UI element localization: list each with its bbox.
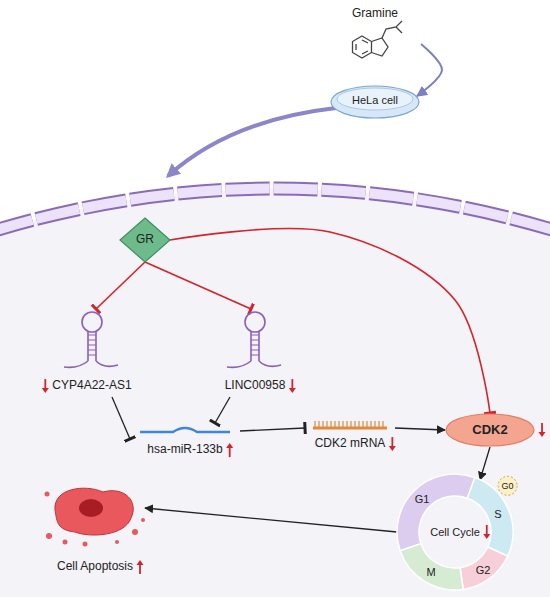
change-arrow bbox=[226, 443, 233, 457]
process-label: Cell Cycle bbox=[430, 526, 480, 539]
hairpin-drawing bbox=[64, 312, 118, 367]
change-indicators bbox=[42, 379, 546, 574]
connector bbox=[215, 397, 230, 423]
phase-segment bbox=[467, 478, 513, 557]
phase-label: G2 bbox=[476, 564, 491, 577]
cell-membrane bbox=[0, 189, 550, 233]
ellipse-drawing bbox=[446, 414, 534, 446]
culture-dish: HeLa cell bbox=[329, 80, 421, 120]
connector bbox=[170, 229, 490, 413]
connectors bbox=[96, 44, 490, 532]
phase-label: S bbox=[494, 508, 501, 521]
apoptosis-node: Cell Apoptosis bbox=[30, 480, 160, 576]
node-label: CYP4A22-AS1 bbox=[52, 379, 131, 393]
diamond-drawing bbox=[120, 218, 170, 262]
node-label: Gramine bbox=[352, 7, 398, 21]
protein-ellipse: CDK2 bbox=[445, 413, 535, 447]
change-arrow bbox=[289, 379, 296, 393]
connector bbox=[145, 508, 397, 532]
cytoplasm bbox=[0, 189, 550, 597]
mirna-node: hsa-miR-133b bbox=[130, 423, 240, 459]
mrna-node: CDK2 mRNA bbox=[305, 417, 395, 453]
node-label: CDK2 bbox=[472, 423, 507, 438]
connector bbox=[240, 428, 305, 431]
molecule-drawing bbox=[353, 21, 403, 58]
node-label: CDK2 mRNA bbox=[315, 437, 386, 451]
node-label: Cell Apoptosis bbox=[57, 560, 133, 574]
lncrna-node: LINC00958 bbox=[200, 309, 310, 395]
treatment-arrow bbox=[168, 108, 336, 176]
node-label: LINC00958 bbox=[225, 379, 286, 393]
phase-segment bbox=[397, 474, 475, 551]
connector bbox=[145, 262, 251, 309]
node-label: hsa-miR-133b bbox=[147, 443, 222, 457]
change-arrow bbox=[137, 560, 144, 574]
change-arrow bbox=[389, 437, 396, 451]
phase-label: M bbox=[426, 566, 435, 579]
connector bbox=[112, 397, 130, 439]
decision-diamond: GR bbox=[120, 218, 170, 262]
change-arrow bbox=[42, 379, 49, 393]
phase-label: G1 bbox=[415, 493, 430, 506]
phase-segment bbox=[460, 547, 508, 589]
cycle-drawing bbox=[397, 474, 517, 590]
cell-membrane-inner bbox=[0, 189, 550, 233]
mrna-drawing bbox=[313, 421, 387, 428]
connector bbox=[395, 428, 445, 430]
hairpin-drawing bbox=[227, 312, 281, 367]
connector bbox=[480, 447, 490, 480]
compound: Gramine bbox=[329, 5, 421, 67]
change-arrow bbox=[539, 423, 546, 437]
change-arrow bbox=[483, 525, 490, 539]
phase-label: G0 bbox=[502, 481, 514, 491]
node-label: HeLa cell bbox=[352, 94, 398, 107]
node-label: GR bbox=[136, 233, 154, 247]
lncrna-node: CYP4A22-AS1 bbox=[37, 309, 147, 395]
phase-segment bbox=[400, 544, 463, 590]
cell-cycle-ring: Cell Cycle G1 G0S G2 M bbox=[390, 467, 520, 597]
dish-drawing bbox=[331, 86, 419, 118]
apoptosis-drawing bbox=[45, 488, 146, 546]
mirna-drawing bbox=[140, 428, 230, 432]
connector bbox=[417, 44, 442, 96]
connector bbox=[96, 262, 145, 309]
